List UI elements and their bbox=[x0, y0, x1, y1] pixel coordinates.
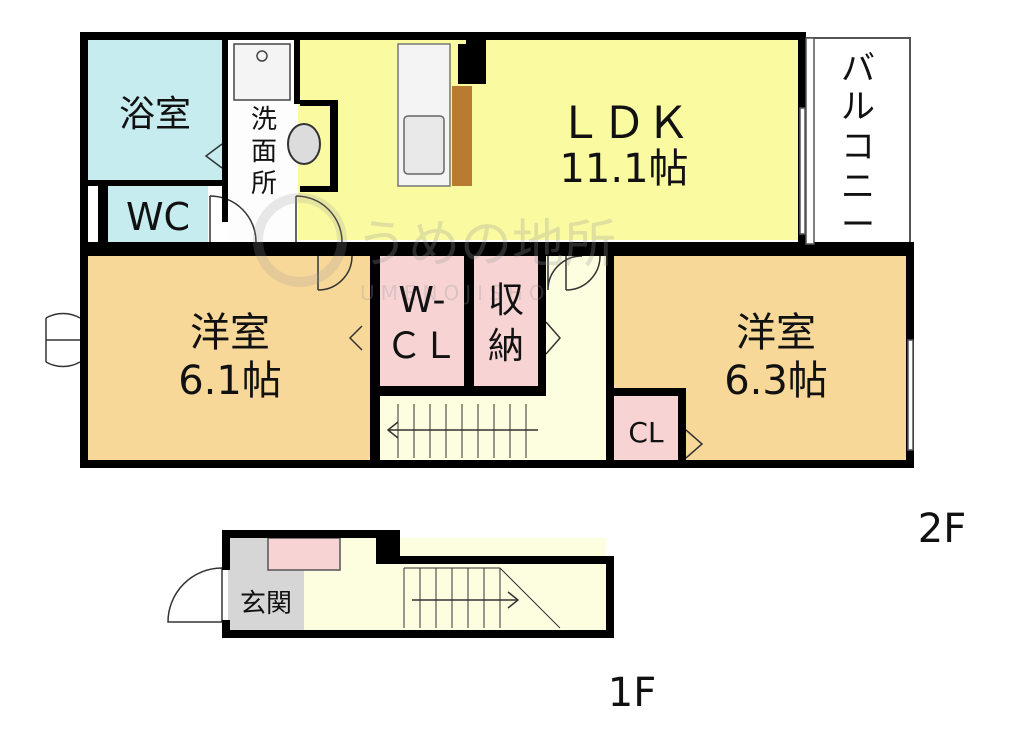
storage-label-1: 収 bbox=[488, 280, 524, 321]
storage-closet bbox=[474, 256, 538, 386]
balcony-label-5: ー bbox=[841, 205, 875, 245]
closet-small bbox=[614, 396, 684, 460]
walls-1f bbox=[222, 530, 614, 638]
watermark-logo bbox=[253, 193, 347, 287]
floor-label-2f: 2F bbox=[918, 506, 966, 552]
door-swings-2f bbox=[45, 195, 601, 368]
hall-upper bbox=[544, 256, 606, 460]
stair-arrow-2f bbox=[386, 421, 538, 439]
ldk-name-label: ＬＤＫ bbox=[558, 98, 690, 149]
stair-treads-1f bbox=[403, 567, 561, 629]
bath-label: 浴室 bbox=[119, 94, 191, 135]
walk-in-closet bbox=[380, 256, 464, 386]
room-labels: 浴室 洗 面 所 WC ＬＤＫ 11.1帖 バ ル コ ニ ー 洋室 6.1帖 … bbox=[119, 49, 875, 619]
kitchen-sink bbox=[403, 115, 445, 175]
wood-counter bbox=[452, 86, 472, 186]
ldk-size-label: 11.1帖 bbox=[559, 146, 688, 192]
wash-basin bbox=[287, 123, 321, 165]
first-floor-plan bbox=[167, 530, 614, 638]
east-bedroom-size: 6.3帖 bbox=[724, 358, 828, 404]
ldk-room bbox=[298, 40, 802, 240]
watermark-subtext: UMENOJISHO bbox=[360, 281, 551, 305]
toilet-room bbox=[108, 186, 208, 242]
opening-markers bbox=[204, 143, 704, 459]
watermark: うめの地所 UMENOJISHO bbox=[253, 193, 616, 305]
stair-treads-2f bbox=[397, 404, 527, 458]
stair-arrow-1f bbox=[412, 591, 520, 609]
balcony bbox=[805, 37, 911, 245]
bath-room bbox=[88, 40, 222, 180]
second-floor-plan bbox=[45, 32, 914, 468]
shoe-cabinet bbox=[267, 537, 341, 571]
balcony-label-2: ル bbox=[841, 87, 875, 127]
toilet-label: WC bbox=[126, 195, 190, 239]
washer-drain bbox=[256, 50, 268, 62]
windows-2f bbox=[799, 37, 914, 451]
washer-fixture bbox=[233, 43, 291, 101]
entrance-label: 玄関 bbox=[240, 589, 292, 619]
balcony-label-1: バ bbox=[841, 49, 875, 89]
wcl-label-1: W- bbox=[398, 280, 445, 321]
west-bedroom-name: 洋室 bbox=[190, 310, 270, 356]
balcony-label-3: コ bbox=[841, 127, 875, 167]
wcl-label-2: ＣＬ bbox=[386, 326, 458, 367]
entry-door-swing bbox=[167, 567, 223, 623]
washroom-label-1: 洗 bbox=[251, 105, 277, 135]
washroom-label-2: 面 bbox=[251, 137, 277, 167]
closet-label: CL bbox=[628, 416, 664, 449]
west-bedroom-size: 6.1帖 bbox=[178, 358, 282, 404]
storage-label-2: 納 bbox=[488, 326, 524, 367]
washroom-label-3: 所 bbox=[251, 169, 277, 199]
east-bedroom-name: 洋室 bbox=[736, 310, 816, 356]
floor-label-1f: 1F bbox=[608, 670, 656, 716]
balcony-label-4: ニ bbox=[841, 167, 875, 207]
watermark-text: うめの地所 bbox=[356, 215, 616, 275]
